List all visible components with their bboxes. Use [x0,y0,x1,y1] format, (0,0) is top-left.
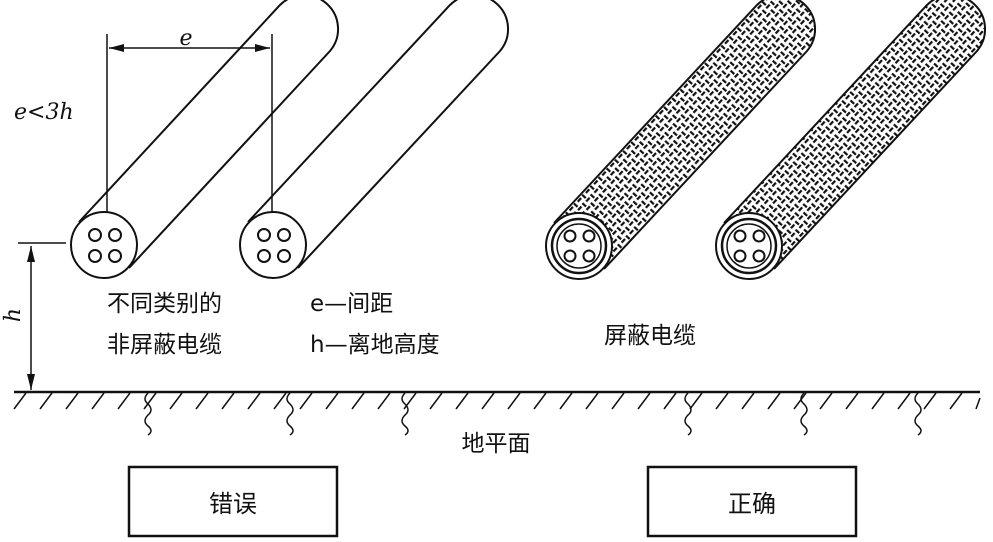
height-dimension [18,242,66,390]
ground-label: 地平面 [462,431,531,457]
spacing-dimension [106,34,273,212]
cable-conductors [733,229,766,263]
correct-label: 正确 [728,490,776,518]
ground-wiggles [144,392,922,436]
unshielded-label-line1: 不同类别的 [107,291,222,317]
height-symbol: h [1,308,26,322]
legend-spacing: e—间距 [310,291,393,317]
unshielded-cable-1 [70,0,340,279]
shielded-cable-2 [715,0,987,280]
shielded-label: 屏蔽电缆 [604,323,696,349]
spacing-symbol: e [179,26,192,51]
cable-conductors [257,228,291,263]
unshielded-cable-2 [239,0,510,279]
cable-conductors [563,229,596,263]
wrong-box: 错误 [127,465,339,538]
wrong-label: 错误 [209,490,257,518]
shielded-cable-1 [545,0,817,280]
cable-conductors [88,228,122,263]
ground-plane [13,390,981,410]
legend-height: h—离地高度 [310,332,440,358]
spacing-condition: e<3h [14,100,74,125]
unshielded-label-line2: 非屏蔽电缆 [107,332,222,358]
correct-box: 正确 [646,465,858,538]
